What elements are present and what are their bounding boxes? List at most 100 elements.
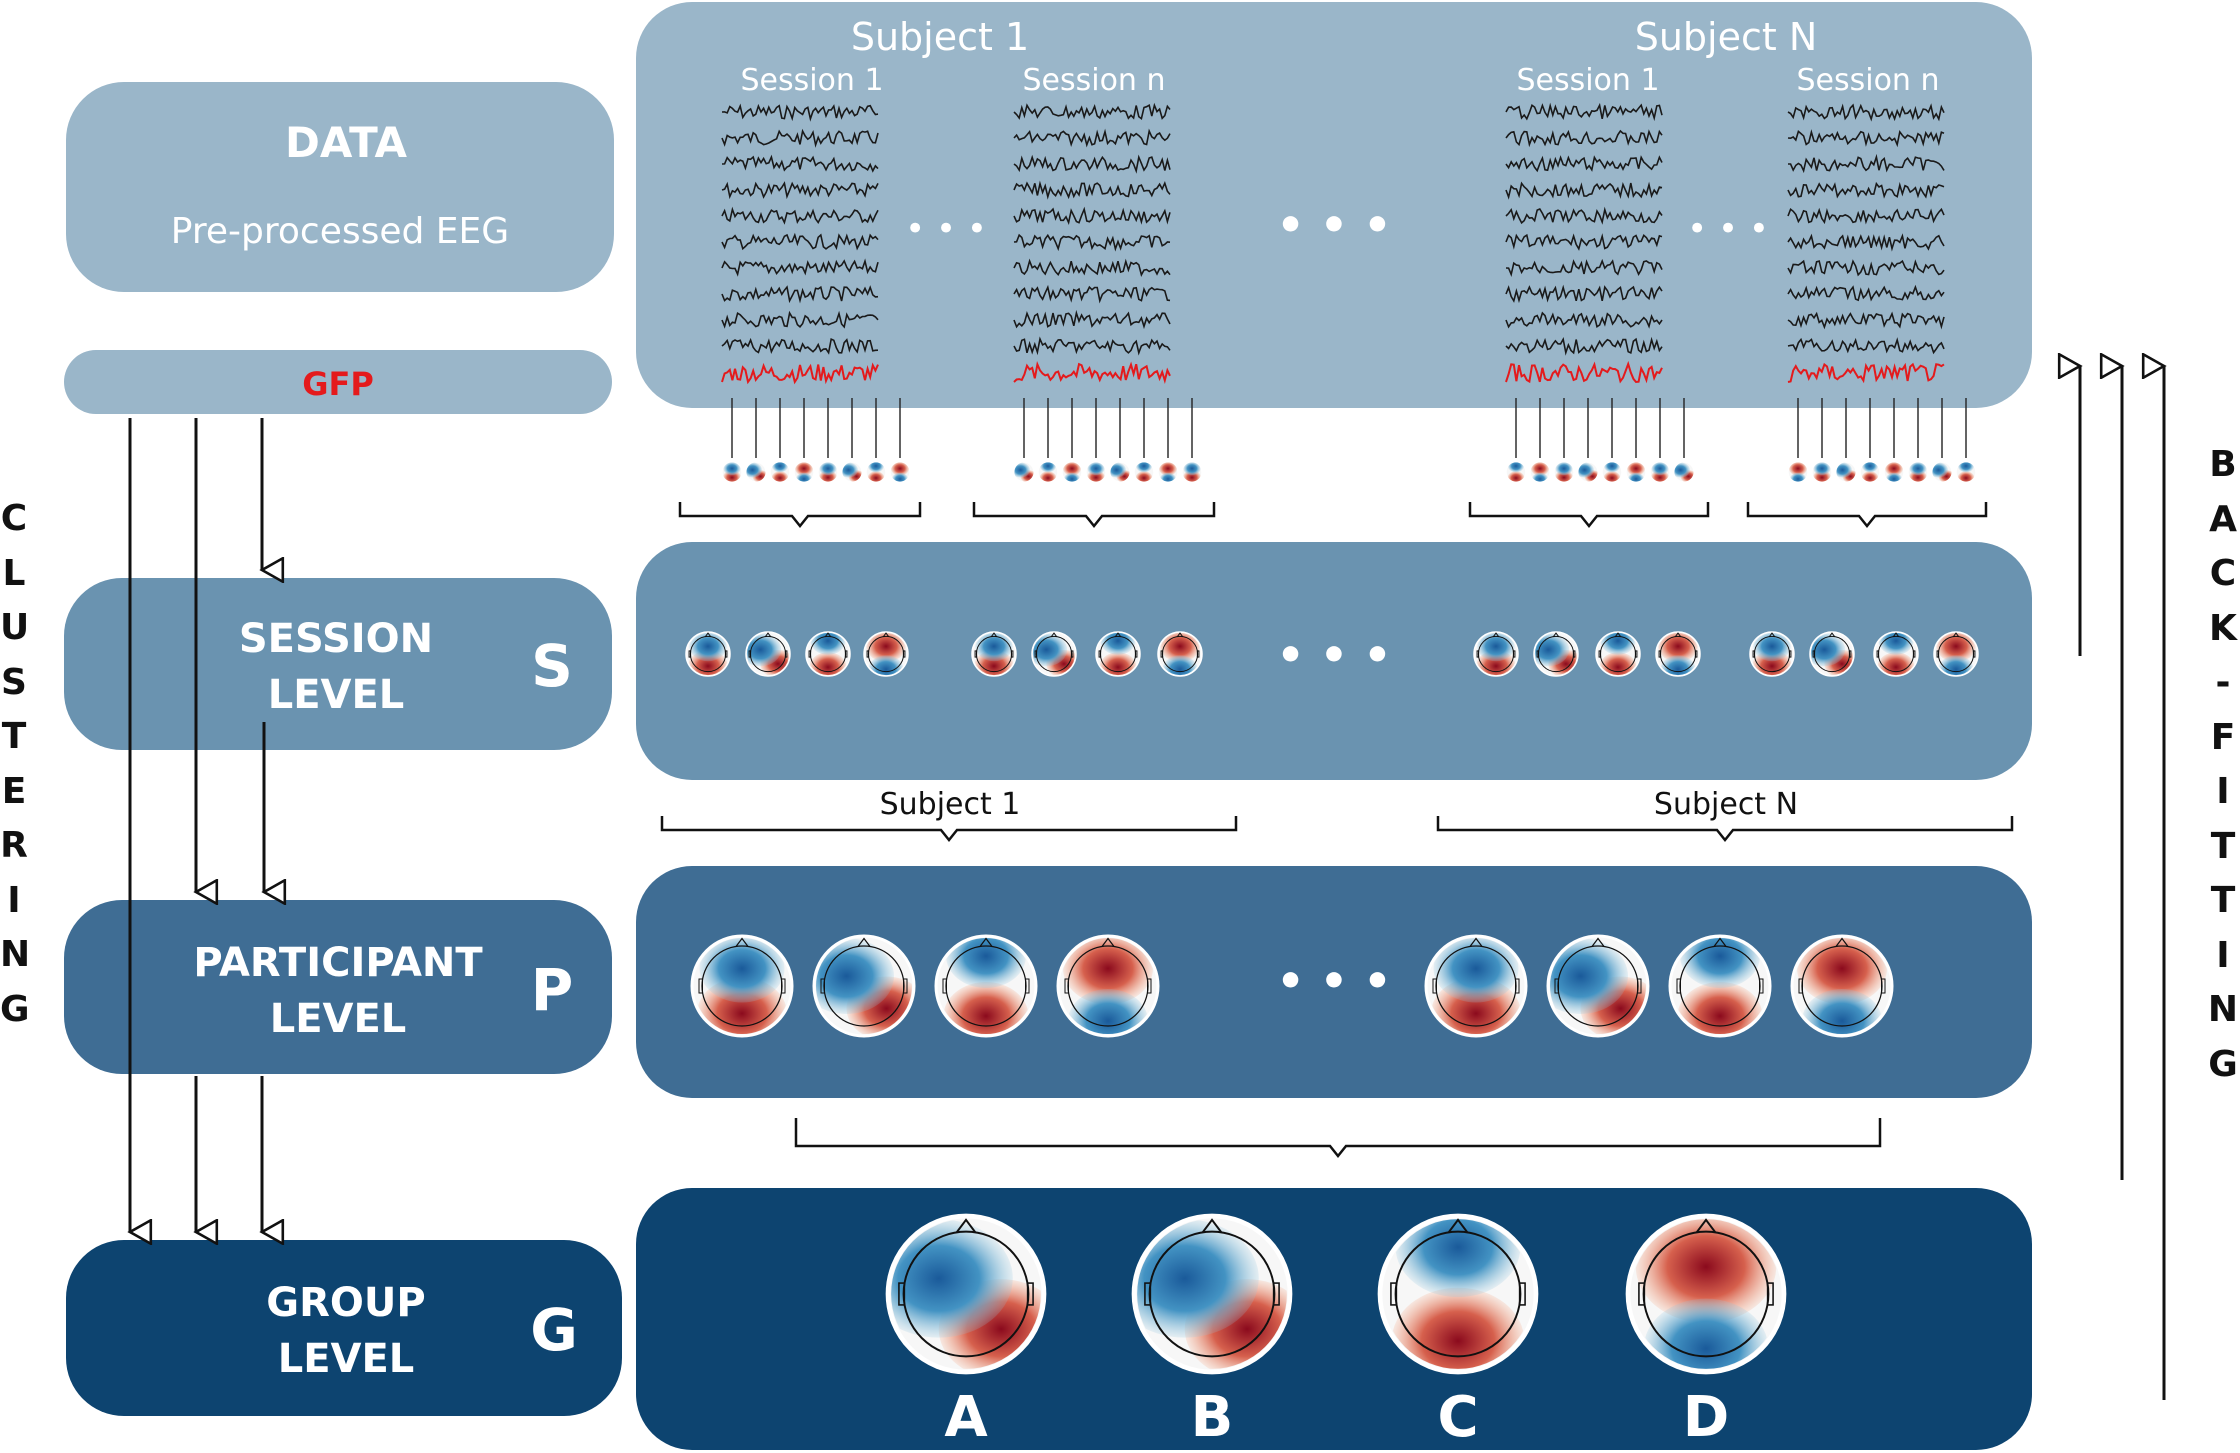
topomap [690,934,794,1038]
gfp-label: GFP [302,365,374,403]
topomap [1873,631,1919,677]
eeg-trace [1505,181,1663,200]
gfp-trace [1787,362,1945,384]
eeg-trace [721,206,879,225]
topomap [1931,461,1953,483]
clustering-arrows [130,418,264,1232]
topomap [721,461,743,483]
participant-level-box [64,900,612,1074]
brace [794,1118,1882,1159]
eeg-trace [1505,206,1663,225]
data-box [66,82,614,292]
session-ellipsis: • • • [1276,630,1391,681]
topomap [1673,461,1695,483]
eeg-trace [1787,207,1945,225]
topomap [1085,461,1107,483]
eeg-trace [1013,128,1171,148]
topomap [1749,631,1795,677]
eeg-trace [1505,311,1663,329]
backfitting-letter: - [2215,662,2231,703]
participant-letter: P [531,956,574,1024]
topomap [1933,631,1979,677]
topomap [1859,461,1881,483]
eeg-trace [1013,206,1171,226]
backfitting-letter: B [2209,444,2237,485]
topomap [1061,461,1083,483]
subject-1-header: Subject 1 [851,15,1029,59]
eeg-trace [721,128,879,148]
topomap [1133,461,1155,483]
topomap [1013,461,1035,483]
subject-n-header: Subject N [1635,15,1818,59]
s1-session-n-label: Session n [1022,63,1165,98]
topomap [817,461,839,483]
topomap [1157,631,1203,677]
eeg-traces [721,102,1967,458]
sn-session-n-label: Session n [1796,63,1939,98]
gfp-trace [1013,361,1171,385]
eeg-trace [1505,102,1663,122]
eeg-trace [1013,309,1171,330]
small-maps [721,461,1977,483]
topomap [841,461,863,483]
topomap [1595,631,1641,677]
topomap [1811,461,1833,483]
backfitting-arrows [2080,366,2164,1400]
clustering-letter: I [7,879,21,921]
topomap [745,461,767,483]
participant-maps [690,934,1894,1038]
topomap [1181,461,1203,483]
group-map-label-c: C [1437,1385,1478,1450]
eeg-trace [1013,180,1171,200]
data-ellipsis-2: • • • [1276,200,1391,251]
brace [1468,502,1710,529]
data-panel [636,2,2032,408]
eeg-trace [721,154,879,173]
brace [1746,502,1988,529]
sn-session-1-label: Session 1 [1516,63,1659,98]
group-maps [885,1213,1787,1375]
topomap [1883,461,1905,483]
topomap [1955,461,1977,483]
eeg-trace [1788,153,1945,174]
eeg-trace [721,285,879,304]
topomap [1095,631,1141,677]
backfitting-letter: F [2210,716,2236,758]
clustering-letter: N [0,934,31,975]
eeg-trace [1787,103,1945,122]
topomap [1037,461,1059,483]
eeg-trace [1505,155,1663,173]
topomap [805,631,851,677]
topomap [1787,461,1809,483]
session-maps [685,631,1979,677]
topomap [1424,934,1528,1038]
topomap [1625,461,1647,483]
data-title: DATA [285,118,407,167]
brace [1436,816,2014,843]
subject-1-brace-label: Subject 1 [880,787,1021,822]
eeg-trace [721,310,879,329]
data-subtitle: Pre-processed EEG [171,211,509,252]
group-map-label-a: A [944,1385,988,1450]
topomap [793,461,815,483]
topomap [1109,461,1131,483]
group-panel [636,1188,2032,1450]
topomap [885,1213,1047,1375]
eeg-trace [1013,154,1171,174]
eeg-trace [1787,233,1945,252]
topomap [1655,631,1701,677]
topomap [889,461,911,483]
backfitting-letter: N [2207,989,2239,1030]
clustering-letter: T [1,716,27,757]
session-panel [636,542,2032,780]
topomap [1601,461,1623,483]
eeg-trace [1505,284,1663,304]
topomap [863,631,909,677]
topomap [1649,461,1671,483]
clustering-letter: G [0,988,30,1030]
session-letter: S [531,632,573,700]
eeg-trace [1505,336,1663,356]
eeg-trace [1787,311,1945,330]
